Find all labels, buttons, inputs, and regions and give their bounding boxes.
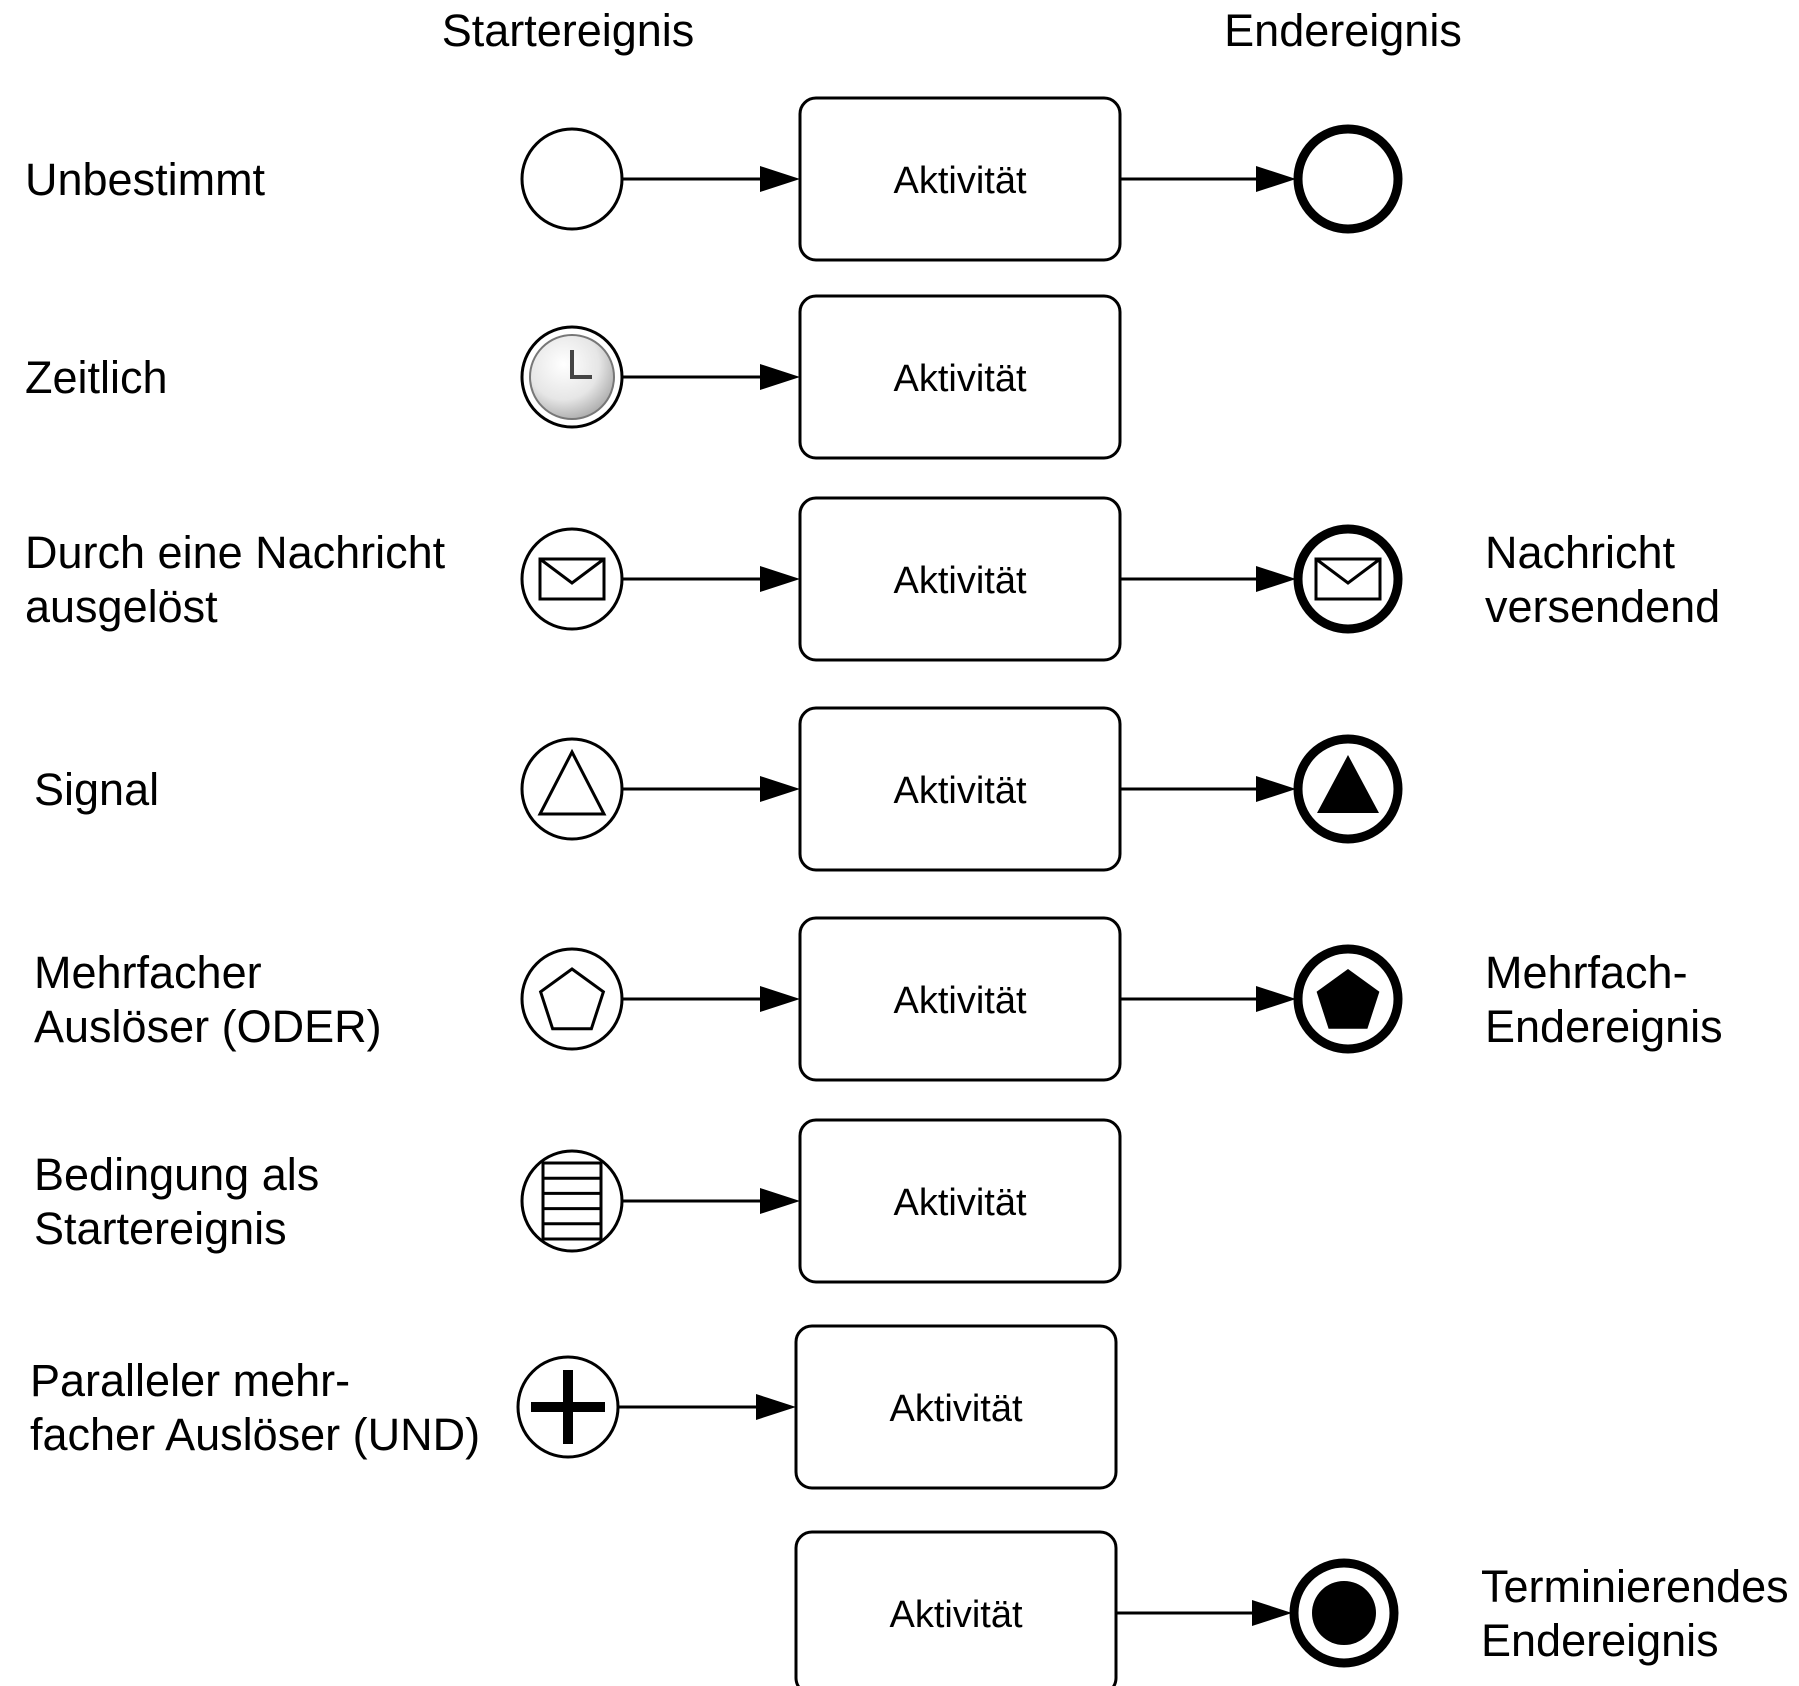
- start-event-label: Paralleler mehr-facher Auslöser (UND): [30, 1355, 480, 1460]
- message-end-event-icon: [1293, 524, 1403, 634]
- activity-task: Aktivität: [798, 1118, 1122, 1284]
- none-start-event-icon: [520, 127, 624, 231]
- none-end-event-icon: [1293, 124, 1403, 234]
- activity-task: Aktivität: [798, 294, 1122, 460]
- activity-label: Aktivität: [893, 160, 1026, 202]
- activity-task: Aktivität: [798, 916, 1122, 1082]
- activity-task: Aktivität: [798, 96, 1122, 262]
- sequence-flow-arrow: [1120, 776, 1296, 802]
- activity-label: Aktivität: [893, 980, 1026, 1022]
- activity-label: Aktivität: [893, 358, 1026, 400]
- activity-label: Aktivität: [893, 560, 1026, 602]
- activity-label: Aktivität: [893, 770, 1026, 812]
- multiple-start-event-icon: [520, 947, 624, 1051]
- activity-label: Aktivität: [889, 1388, 1022, 1430]
- sequence-flow-arrow: [1120, 986, 1296, 1012]
- activity-task: Aktivität: [794, 1530, 1118, 1686]
- message-start-event-icon: [520, 527, 624, 631]
- sequence-flow-arrow: [622, 776, 800, 802]
- end-events-header: Endereignis: [1224, 5, 1462, 56]
- event-row: Unbestimmt Aktivität: [25, 96, 1403, 262]
- signal-start-event-icon: [520, 737, 624, 841]
- start-events-header: Startereignis: [442, 5, 695, 56]
- start-event-label: Signal: [34, 764, 159, 815]
- activity-label: Aktivität: [893, 1182, 1026, 1224]
- signal-end-event-icon: [1293, 734, 1403, 844]
- activity-task: Aktivität: [798, 496, 1122, 662]
- terminate-end-event-icon: [1289, 1558, 1399, 1668]
- activity-task: Aktivität: [798, 706, 1122, 872]
- sequence-flow-arrow: [622, 566, 800, 592]
- multiple-end-event-icon: [1293, 944, 1403, 1054]
- sequence-flow-arrow: [618, 1394, 796, 1420]
- activity-task: Aktivität: [794, 1324, 1118, 1490]
- sequence-flow-arrow: [622, 986, 800, 1012]
- event-row: Paralleler mehr-facher Auslöser (UND) Akt…: [30, 1324, 1118, 1490]
- sequence-flow-arrow: [622, 166, 800, 192]
- activity-label: Aktivität: [889, 1594, 1022, 1636]
- sequence-flow-arrow: [622, 1188, 800, 1214]
- sequence-flow-arrow: [1120, 166, 1296, 192]
- event-row: Zeitlich Aktivität: [25, 294, 1122, 460]
- sequence-flow-arrow: [622, 364, 800, 390]
- sequence-flow-arrow: [1116, 1600, 1292, 1626]
- start-event-label: Zeitlich: [25, 352, 168, 403]
- parallel-multiple-start-event-icon: [516, 1355, 620, 1459]
- start-event-label: Unbestimmt: [25, 154, 266, 205]
- sequence-flow-arrow: [1120, 566, 1296, 592]
- conditional-start-event-icon: [520, 1149, 624, 1253]
- event-row: Signal Aktivität: [34, 706, 1403, 872]
- timer-start-event-icon: [520, 325, 624, 429]
- end-event-label: Mehrfach-Endereignis: [1485, 947, 1723, 1052]
